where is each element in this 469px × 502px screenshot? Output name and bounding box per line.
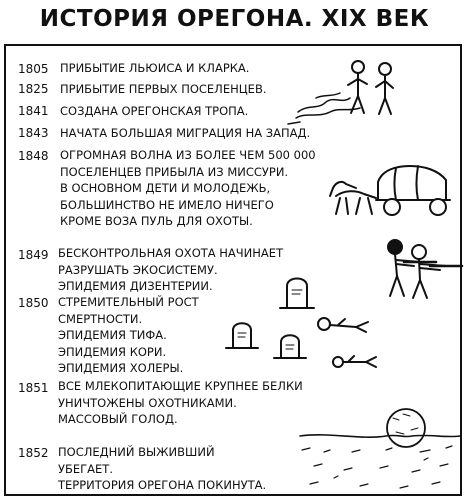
fallen-figure (317, 317, 369, 333)
year-1805: 1805 (18, 62, 49, 76)
fallen-figure (332, 355, 377, 368)
year-1849: 1849 (18, 248, 49, 262)
comic-panel (4, 44, 462, 496)
event-1848: ОГРОМНАЯ ВОЛНА ИЗ БОЛЕЕ ЧЕМ 500 000 ПОСЕ… (60, 148, 316, 228)
event-1849: БЕСКОНТРОЛЬНАЯ ОХОТА НАЧИНАЕТ РАЗРУШАТЬ … (58, 246, 284, 293)
tombstone-icon (279, 277, 315, 309)
covered-wagon-icon (329, 165, 451, 216)
event-1851: ВСЕ МЛЕКОПИТАЮЩИЕ КРУПНЕЕ БЕЛКИ УНИЧТОЖЕ… (58, 379, 303, 426)
event-1805: ПРИБЫТИЕ ЛЬЮИСА И КЛАРКА. (60, 61, 250, 75)
event-1852: ПОСЛЕДНИЙ ВЫЖИВШИЙ УБЕГАЕТ. ТЕРРИТОРИЯ О… (58, 445, 267, 492)
oregon-trail-path (287, 92, 361, 125)
comic-title: ИСТОРИЯ ОРЕГОНА. XIX ВЕК (39, 6, 430, 32)
tombstone-icon (225, 322, 259, 349)
hunters-figures (387, 239, 464, 299)
year-1843: 1843 (18, 126, 49, 140)
year-1852: 1852 (18, 446, 49, 460)
event-1850: СТРЕМИТЕЛЬНЫЙ РОСТ СМЕРТНОСТИ. ЭПИДЕМИЯ … (58, 295, 199, 375)
setting-sun-icon (386, 408, 426, 448)
horizon-line (299, 434, 461, 438)
event-1843: НАЧАТА БОЛЬШАЯ МИГРАЦИЯ НА ЗАПАД. (60, 126, 311, 140)
year-1850: 1850 (18, 296, 49, 310)
ground-marks (301, 445, 453, 489)
year-1851: 1851 (18, 381, 49, 395)
year-1841: 1841 (18, 104, 49, 118)
year-1825: 1825 (18, 82, 49, 96)
lewis-and-clark-figures (347, 60, 394, 115)
tombstone-icon (273, 334, 307, 359)
event-1841: СОЗДАНА ОРЕГОНСКАЯ ТРОПА. (60, 104, 249, 118)
event-1825: ПРИБЫТИЕ ПЕРВЫХ ПОСЕЛЕНЦЕВ. (60, 82, 267, 96)
year-1848: 1848 (18, 149, 49, 163)
